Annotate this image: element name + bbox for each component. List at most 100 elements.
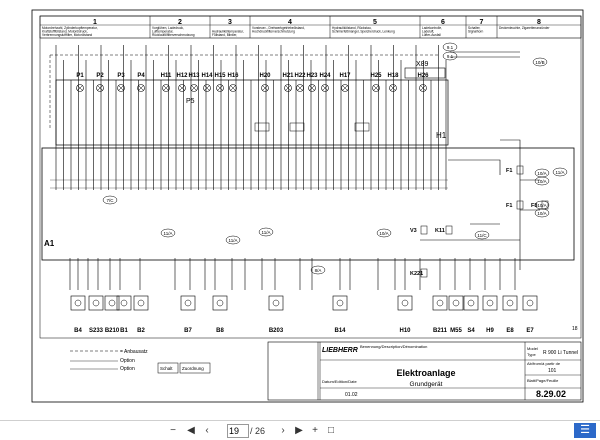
- sensor-switch-icon: [482, 295, 498, 311]
- indicator-lamp-icon: [296, 84, 304, 92]
- indicator-lamp-icon: [419, 84, 427, 92]
- menu-button-icon[interactable]: ☰: [574, 423, 596, 438]
- reference-label: 10/A: [537, 203, 546, 208]
- section-description: Rücklaufölfilterverschmutzung: [152, 33, 195, 37]
- indicator-lamp-icon: [178, 84, 186, 92]
- component-label: P1: [76, 73, 84, 79]
- reference-label: 9.1: [447, 45, 454, 50]
- component-label: H18: [387, 73, 399, 79]
- drawing-subtitle: Grundgerät: [410, 381, 443, 388]
- section-header-frame: [39, 15, 582, 39]
- section-description: Motordrehzahl, Zylinderkopftemperatur,: [42, 26, 98, 30]
- x89-label: X89: [416, 61, 429, 68]
- sensor-switch-icon: [70, 295, 86, 311]
- h1-label: H1: [436, 131, 447, 140]
- sensor-switch-icon: [133, 295, 149, 311]
- serial-value: 101: [548, 368, 557, 374]
- section-number: 6: [441, 19, 445, 26]
- reference-label: 8/A: [315, 268, 322, 273]
- section-description: Signalhorn: [468, 30, 483, 34]
- section-description: Vorglühen, Ladedruck,: [152, 26, 184, 30]
- section-description: Hydrauliköltemperatur,: [212, 30, 244, 34]
- sensor-switch-icon: [397, 295, 413, 311]
- reference-label: 11/A: [229, 238, 238, 243]
- reference-marker-icon: [102, 195, 118, 205]
- component-label: B210: [105, 328, 120, 334]
- reference-marker-icon: [442, 51, 458, 61]
- sensor-switch-icon: [116, 295, 132, 311]
- component-label: K11: [435, 228, 445, 234]
- section-number: 8: [537, 19, 541, 26]
- component-label: B4: [74, 328, 82, 334]
- component-label: H16: [227, 73, 239, 79]
- indicator-lamp-icon: [341, 84, 349, 92]
- sensor-switch-icon: [332, 295, 348, 311]
- legend-box-b: Zuordnung: [182, 366, 204, 371]
- sensor-switch-icon: [463, 295, 479, 311]
- indicator-lamp-icon: [162, 84, 170, 92]
- reference-label: 10/A: [537, 179, 546, 184]
- indicator-lamp-icon: [190, 84, 198, 92]
- component-label: H26: [417, 73, 429, 79]
- reference-label: 9.1: [447, 54, 454, 59]
- date-label: Datum/Edition/Date: [322, 379, 357, 384]
- fit-page-icon[interactable]: □: [327, 425, 335, 436]
- component-label: E7: [526, 328, 534, 334]
- page-total: / 26: [250, 426, 266, 436]
- component-label: B1: [120, 328, 128, 334]
- reference-marker-icon: [442, 42, 458, 52]
- title-header-label: Benennung/Description/Dénomination: [360, 344, 427, 349]
- zoom-out-icon[interactable]: −: [170, 425, 176, 436]
- brand-logo: LIEBHERR: [322, 347, 358, 354]
- drawing-title: Elektroanlage: [396, 368, 455, 378]
- component-label: B211: [433, 328, 448, 334]
- component-label: H9: [486, 328, 494, 334]
- title-block: LIEBHERR Benennung/Description/Dénominat…: [267, 326, 582, 401]
- indicator-lamp-icon: [216, 84, 224, 92]
- reference-label: 11/C: [477, 233, 487, 238]
- section-number: 3: [228, 19, 232, 26]
- sensor-switch-icon: [104, 295, 120, 311]
- component-label: H25: [370, 73, 382, 79]
- indicator-lamp-icon: [96, 84, 104, 92]
- p5-label: P5: [186, 98, 195, 105]
- relay-box: [289, 122, 305, 132]
- legend-option: Option: [120, 366, 135, 372]
- component-label: B2: [137, 328, 145, 334]
- page-number-input[interactable]: [227, 424, 249, 438]
- reference-label: 11/A: [164, 231, 173, 236]
- indicator-lamp-icon: [372, 84, 380, 92]
- component-label: F1: [506, 203, 512, 209]
- reference-marker-icon: [258, 227, 274, 237]
- sensor-switch-icon: [522, 295, 538, 311]
- component-label: S233: [89, 328, 104, 334]
- sensor-switch-icon: [180, 295, 196, 311]
- relay-box: [254, 122, 270, 132]
- sensor-switch-icon: [268, 295, 284, 311]
- zoom-in-icon[interactable]: +: [312, 425, 318, 436]
- reference-marker-icon: [225, 235, 241, 245]
- section-number: 5: [373, 19, 377, 26]
- viewer-toolbar: − ◀ ‹ / 26 › ▶ + □ ☰: [0, 420, 600, 440]
- legend-option: Option: [120, 358, 135, 364]
- component-label: K221: [410, 271, 423, 277]
- component-label: H13: [188, 73, 200, 79]
- page-number: 8.29.02: [536, 389, 566, 399]
- prev-page-icon[interactable]: ‹: [205, 425, 209, 436]
- first-page-icon[interactable]: ◀: [187, 425, 195, 436]
- component-label: H11: [161, 73, 172, 79]
- component-label: H23: [306, 73, 318, 79]
- reference-marker-icon: [474, 230, 490, 240]
- component-label: P4: [137, 73, 145, 79]
- last-page-icon[interactable]: ▶: [295, 425, 303, 436]
- indicator-lamp-icon: [389, 84, 397, 92]
- x89-connector: [404, 67, 446, 79]
- sensor-switch-icon: [88, 295, 104, 311]
- next-page-icon[interactable]: ›: [281, 425, 285, 436]
- component-label: B14: [334, 328, 346, 334]
- section-number: 2: [178, 19, 182, 26]
- fuse-relay-icon: [445, 225, 453, 235]
